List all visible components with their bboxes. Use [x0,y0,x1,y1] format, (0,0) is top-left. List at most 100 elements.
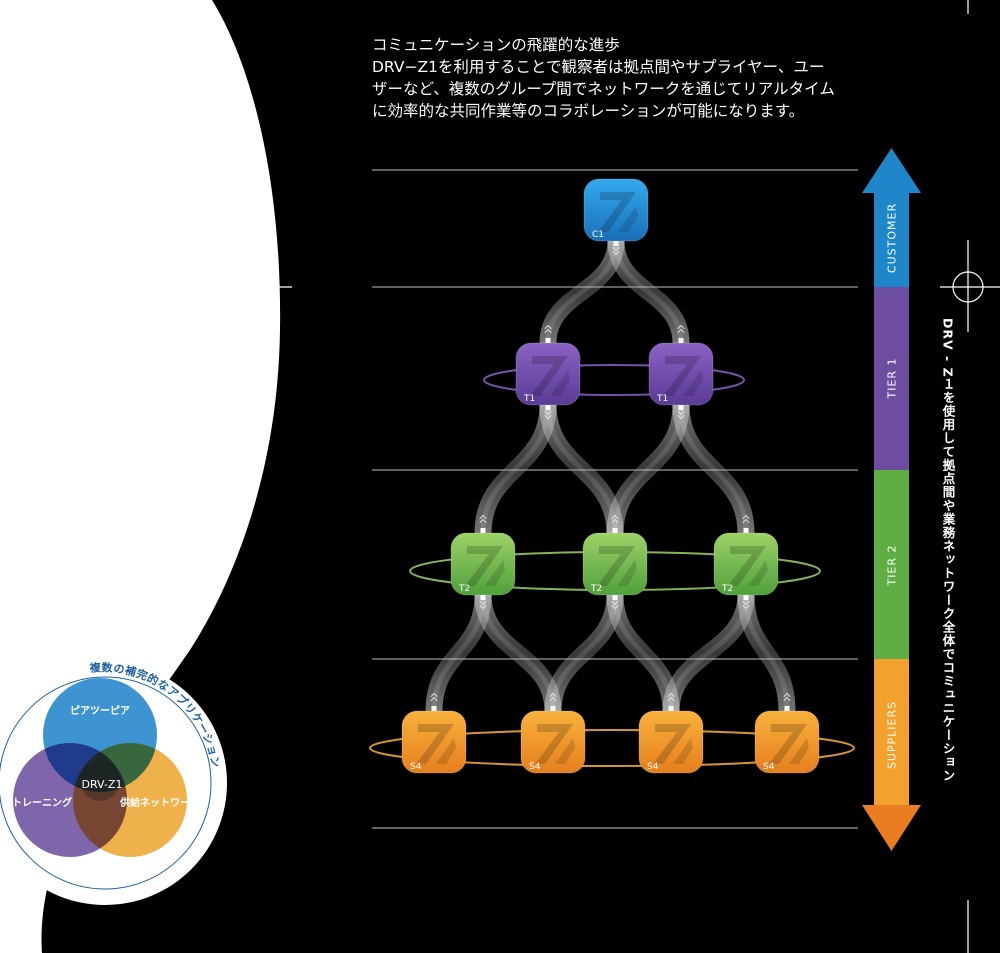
z1-logo-icon [617,560,637,586]
node-t1: T1 [648,342,714,406]
link-chevron [544,328,552,333]
link-chevron [611,518,619,523]
connector-dot [678,338,684,344]
z1-logo-icon [436,738,456,764]
node-s4: S4 [520,710,586,774]
node-label: S4 [763,762,775,772]
crosshair-circle [952,271,984,303]
node-label: C1 [592,230,604,240]
z1-logo-icon [653,724,691,764]
z1-logo-icon [598,192,636,232]
venn-outline [0,676,212,890]
network-link [607,232,690,352]
node-s4: S4 [401,710,467,774]
z1-logo-icon [748,560,768,586]
network-link [737,586,796,720]
link-chevron [677,328,685,333]
link-chevron [611,514,619,519]
arrow-down-head [862,805,921,851]
intro-line-3: に効率的な共同作業等のコラボレーションが可能になります。 [372,102,805,120]
node-tile [515,342,581,406]
node-label: S4 [647,762,659,772]
node-tile [754,710,820,774]
connector-dot [678,404,684,410]
node-label: T2 [590,584,602,594]
link-chevron [544,415,552,420]
link-chevron [612,251,620,256]
z1-logo-icon [663,356,701,396]
z1-logo-icon [530,356,568,396]
node-s4: S4 [754,710,820,774]
node-tile [401,710,467,774]
node-t2: T2 [582,532,648,596]
link-chevron [479,514,487,519]
node-label: S4 [529,762,541,772]
link-chevron [742,514,750,519]
network-link [544,586,624,720]
node-tile [450,532,516,596]
link-chevron [783,696,791,701]
link-band [737,586,796,720]
venn-label-peer-to-peer: ピアツーピア [70,705,130,717]
link-chevron [783,692,791,697]
connector-dot [480,528,486,534]
z1-logo-icon [555,738,575,764]
link-chevron [544,411,552,416]
intro-text: コミュニケーションの飛躍的な進歩 DRV−Z1を利用することで観察者は拠点間やサ… [372,34,892,122]
side-caption: DRV - Z１を使用して拠点間や業務ネットワーク全体でコミュニケーション [930,318,966,783]
link-chevron [479,601,487,606]
node-s4: S4 [638,710,704,774]
tier-segment [874,470,909,659]
z1-logo-icon [465,546,503,586]
link-chevron [611,605,619,610]
z1-logo-icon [683,370,703,396]
connector-dot [612,528,618,534]
connector-dot [743,594,749,600]
node-tile [713,532,779,596]
connector-dot [668,706,674,712]
link-chevron [677,411,685,416]
node-tile [648,342,714,406]
link-chevron [677,415,685,420]
network-links [425,232,796,720]
z1-logo-icon [597,546,635,586]
z1-logo-icon [789,738,809,764]
node-label: T1 [656,394,668,404]
node-label: T2 [458,584,470,594]
connector-dot [545,404,551,410]
network-link [672,396,755,542]
node-t1: T1 [515,342,581,406]
z1-logo-icon [728,546,766,586]
link-core [613,238,684,346]
node-tile [520,710,586,774]
intro-line-1: DRV−Z1を利用することで観察者は拠点間やサプライヤー、ユー [372,58,825,76]
link-chevron [742,601,750,606]
connector-dot [613,240,619,246]
network-link [474,586,562,720]
node-label: S4 [410,762,422,772]
connector-dot [431,706,437,712]
node-tile [638,710,704,774]
z1-logo-icon [416,724,454,764]
node-c1: C1 [583,178,649,242]
z1-logo-icon [535,724,573,764]
link-chevron [742,518,750,523]
connector-dot [545,338,551,344]
link-chevron [677,324,685,329]
link-core [743,592,790,714]
node-label: T2 [721,584,733,594]
connector-dot [743,528,749,534]
connector-dot [612,594,618,600]
network-link [539,396,624,542]
link-core [678,402,749,536]
network-link [539,232,625,352]
z1-logo-icon [769,724,807,764]
link-chevron [667,692,675,697]
tier-label: TIER 1 [886,357,899,399]
network-link [662,586,755,720]
link-chevron [430,692,438,697]
connector-dot [784,706,790,712]
link-chevron [549,692,557,697]
network-link [474,396,557,542]
